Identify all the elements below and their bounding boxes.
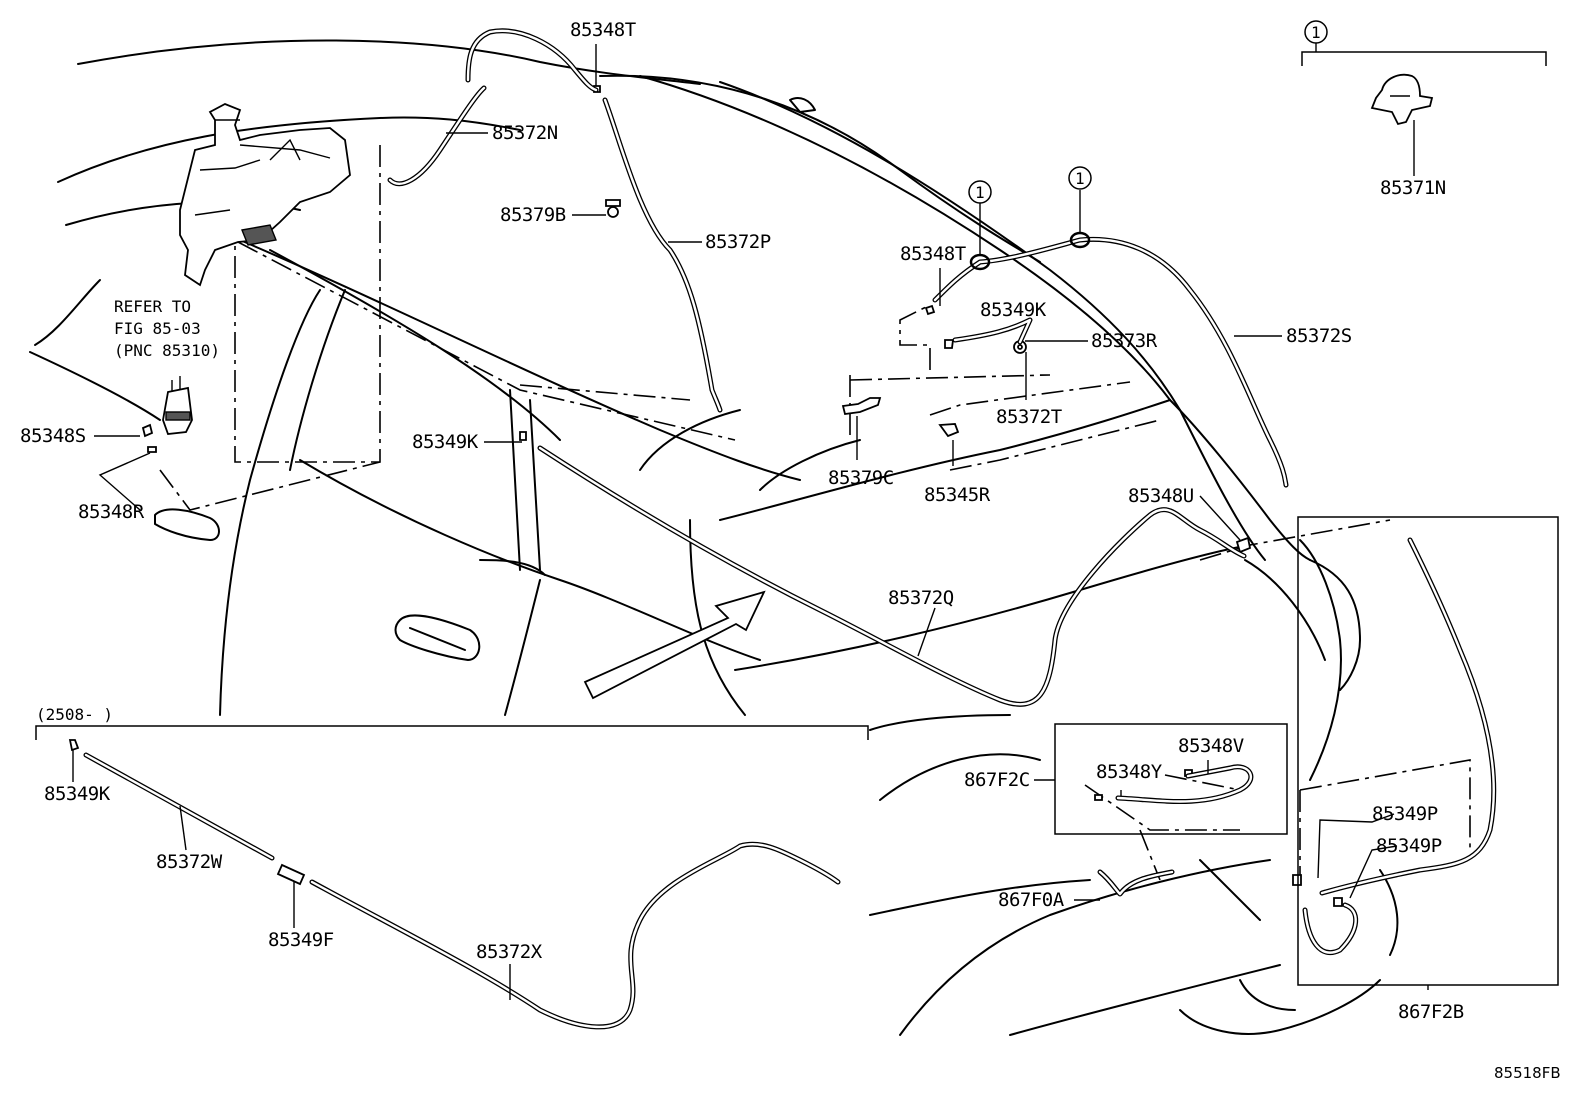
part-label-85348U: 85348U <box>1128 485 1194 507</box>
part-label-85349P: 85349P <box>1372 803 1438 825</box>
part-label-85372X: 85372X <box>476 941 543 963</box>
part-label-85348T: 85348T <box>900 243 966 265</box>
part-label-867F2B: 867F2B <box>1398 1001 1464 1023</box>
washer-pump <box>162 376 193 435</box>
part-label-85379C: 85379C <box>828 467 894 489</box>
washer-tank <box>179 103 351 287</box>
part-label-85379B: 85379B <box>500 204 566 226</box>
part-label-85349K: 85349K <box>44 783 111 805</box>
part-label-85371N: 85371N <box>1380 177 1446 199</box>
leader-lines <box>72 44 1429 1000</box>
ref-circles <box>968 20 1328 204</box>
fittings <box>68 85 1343 907</box>
ref-circle-number: 1 <box>1311 23 1321 42</box>
part-label-85348T: 85348T <box>570 19 636 41</box>
part-label-85372Q: 85372Q <box>888 587 954 609</box>
part-label-85372S: 85372S <box>1286 325 1352 347</box>
part-label-85372N: 85372N <box>492 122 558 144</box>
part-label-85348V: 85348V <box>1178 735 1244 757</box>
part-label-85349P: 85349P <box>1376 835 1442 857</box>
part-label-85372W: 85372W <box>156 851 223 873</box>
part-label-85348R: 85348R <box>78 501 145 523</box>
clip-85371N <box>1370 73 1434 126</box>
phantom-lines <box>159 145 1471 881</box>
part-label-867F0A: 867F0A <box>998 889 1065 911</box>
part-label-85372T: 85372T <box>996 406 1062 428</box>
part-label-85349F: 85349F <box>268 929 334 951</box>
part-label-85373R: 85373R <box>1091 330 1158 352</box>
part-label-85349K: 85349K <box>412 431 479 453</box>
part-label-85348Y: 85348Y <box>1096 761 1163 783</box>
part-label-85348S: 85348S <box>20 425 86 447</box>
date-range-label: (2508- ) <box>36 705 113 724</box>
part-label-85372P: 85372P <box>705 231 771 253</box>
ref-circle-number: 1 <box>1075 169 1085 188</box>
part-label-85345R: 85345R <box>924 484 991 506</box>
part-labels: 1 1 1 85348T 85372N 85379B 85372P REFER … <box>20 19 1561 1082</box>
refer-note-line-2: FIG 85-03 <box>114 319 201 338</box>
direction-arrow <box>583 590 766 700</box>
washer-hoses <box>83 28 1497 1030</box>
part-label-867F2C: 867F2C <box>964 769 1030 791</box>
figure-code: 85518FB <box>1494 1064 1561 1082</box>
refer-note-line-3: (PNC 85310) <box>114 341 220 360</box>
refer-note-line-1: REFER TO <box>114 297 191 316</box>
ref-circle-number: 1 <box>975 183 985 202</box>
part-label-85349K: 85349K <box>980 299 1047 321</box>
